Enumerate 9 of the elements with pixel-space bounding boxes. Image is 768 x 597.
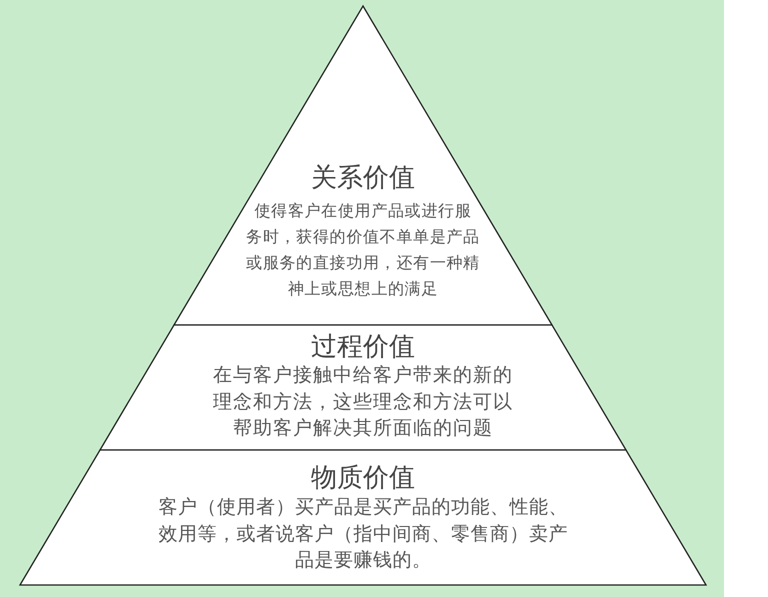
tier-heading: 关系价值 (311, 163, 415, 193)
tier-heading: 过程价值 (311, 332, 415, 362)
tier-description: 客户（使用者）买产品是买产品的功能、性能、效用等，或者说客户（指中间商、零售商）卖产品是要赚钱的。 (158, 496, 568, 573)
tier-description: 在与客户接触中给客户带来的新的理念和方法，这些理念和方法可以帮助客户解决其所面临的问题 (213, 364, 513, 441)
pyramid-tier (174, 6, 552, 325)
tier-heading: 物质价值 (311, 463, 415, 493)
pyramid-tier (20, 450, 706, 585)
tier-description: 使得客户在使用产品或进行服务时，获得的价值不单单是产品或服务的直接功用，还有一种精神上或思想上的满足 (246, 202, 480, 300)
pyramid-tier (100, 325, 626, 450)
